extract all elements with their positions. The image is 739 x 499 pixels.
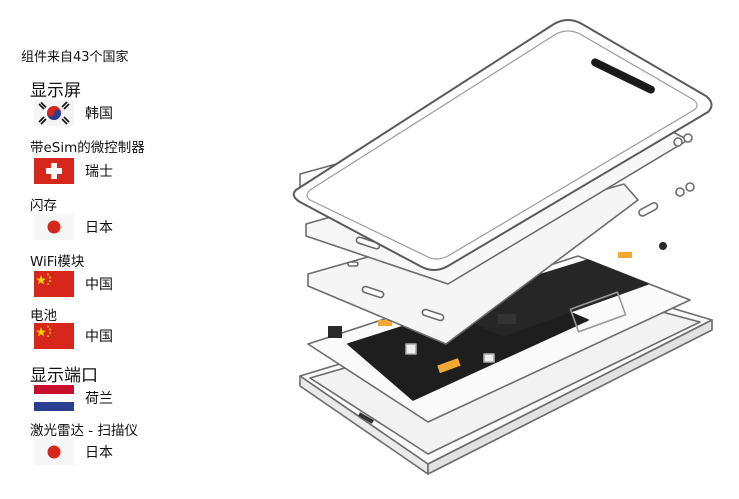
category-wifi: WiFi模块 bbox=[30, 254, 85, 270]
country-china: 中国 bbox=[85, 329, 113, 345]
category-lidar-scanner: 激光雷达 - 扫描仪 bbox=[30, 423, 138, 439]
origin-row-wifi: 中国 bbox=[34, 271, 113, 297]
country-korea: 韩国 bbox=[85, 106, 113, 122]
china-flag-icon bbox=[34, 271, 74, 297]
circuit-board-layer bbox=[307, 242, 691, 423]
category-mcu-esim: 带eSim的微控制器 bbox=[30, 140, 145, 156]
country-china: 中国 bbox=[85, 277, 113, 293]
country-netherlands: 荷兰 bbox=[85, 391, 113, 407]
japan-flag-icon bbox=[34, 439, 74, 465]
panel-heading: 组件来自43个国家 bbox=[21, 50, 129, 65]
china-flag-icon bbox=[34, 323, 74, 349]
origin-row-display: 韩国 bbox=[34, 100, 113, 126]
country-japan: 日本 bbox=[85, 220, 113, 236]
category-battery: 电池 bbox=[30, 308, 57, 324]
category-display-port: 显示端口 bbox=[30, 366, 98, 386]
origin-row-battery: 中国 bbox=[34, 323, 113, 349]
netherlands-flag-icon bbox=[34, 385, 74, 411]
origin-row-display-port: 荷兰 bbox=[34, 385, 113, 411]
origin-row-mcu: 瑞士 bbox=[34, 158, 113, 184]
country-switzerland: 瑞士 bbox=[85, 164, 113, 180]
origin-row-flash: 日本 bbox=[34, 214, 113, 240]
country-japan: 日本 bbox=[85, 445, 113, 461]
category-display: 显示屏 bbox=[30, 81, 81, 101]
exploded-phone-illustration bbox=[292, 19, 713, 475]
japan-flag-icon bbox=[34, 214, 74, 240]
category-flash: 闪存 bbox=[30, 198, 57, 214]
front-glass bbox=[292, 19, 713, 271]
component-origins-panel: 组件来自43个国家 显示屏 韩国 带eSim的微控制器 bbox=[0, 0, 300, 499]
korea-flag-icon bbox=[34, 100, 74, 126]
origin-row-lidar: 日本 bbox=[34, 439, 113, 465]
switzerland-flag-icon bbox=[34, 158, 74, 184]
